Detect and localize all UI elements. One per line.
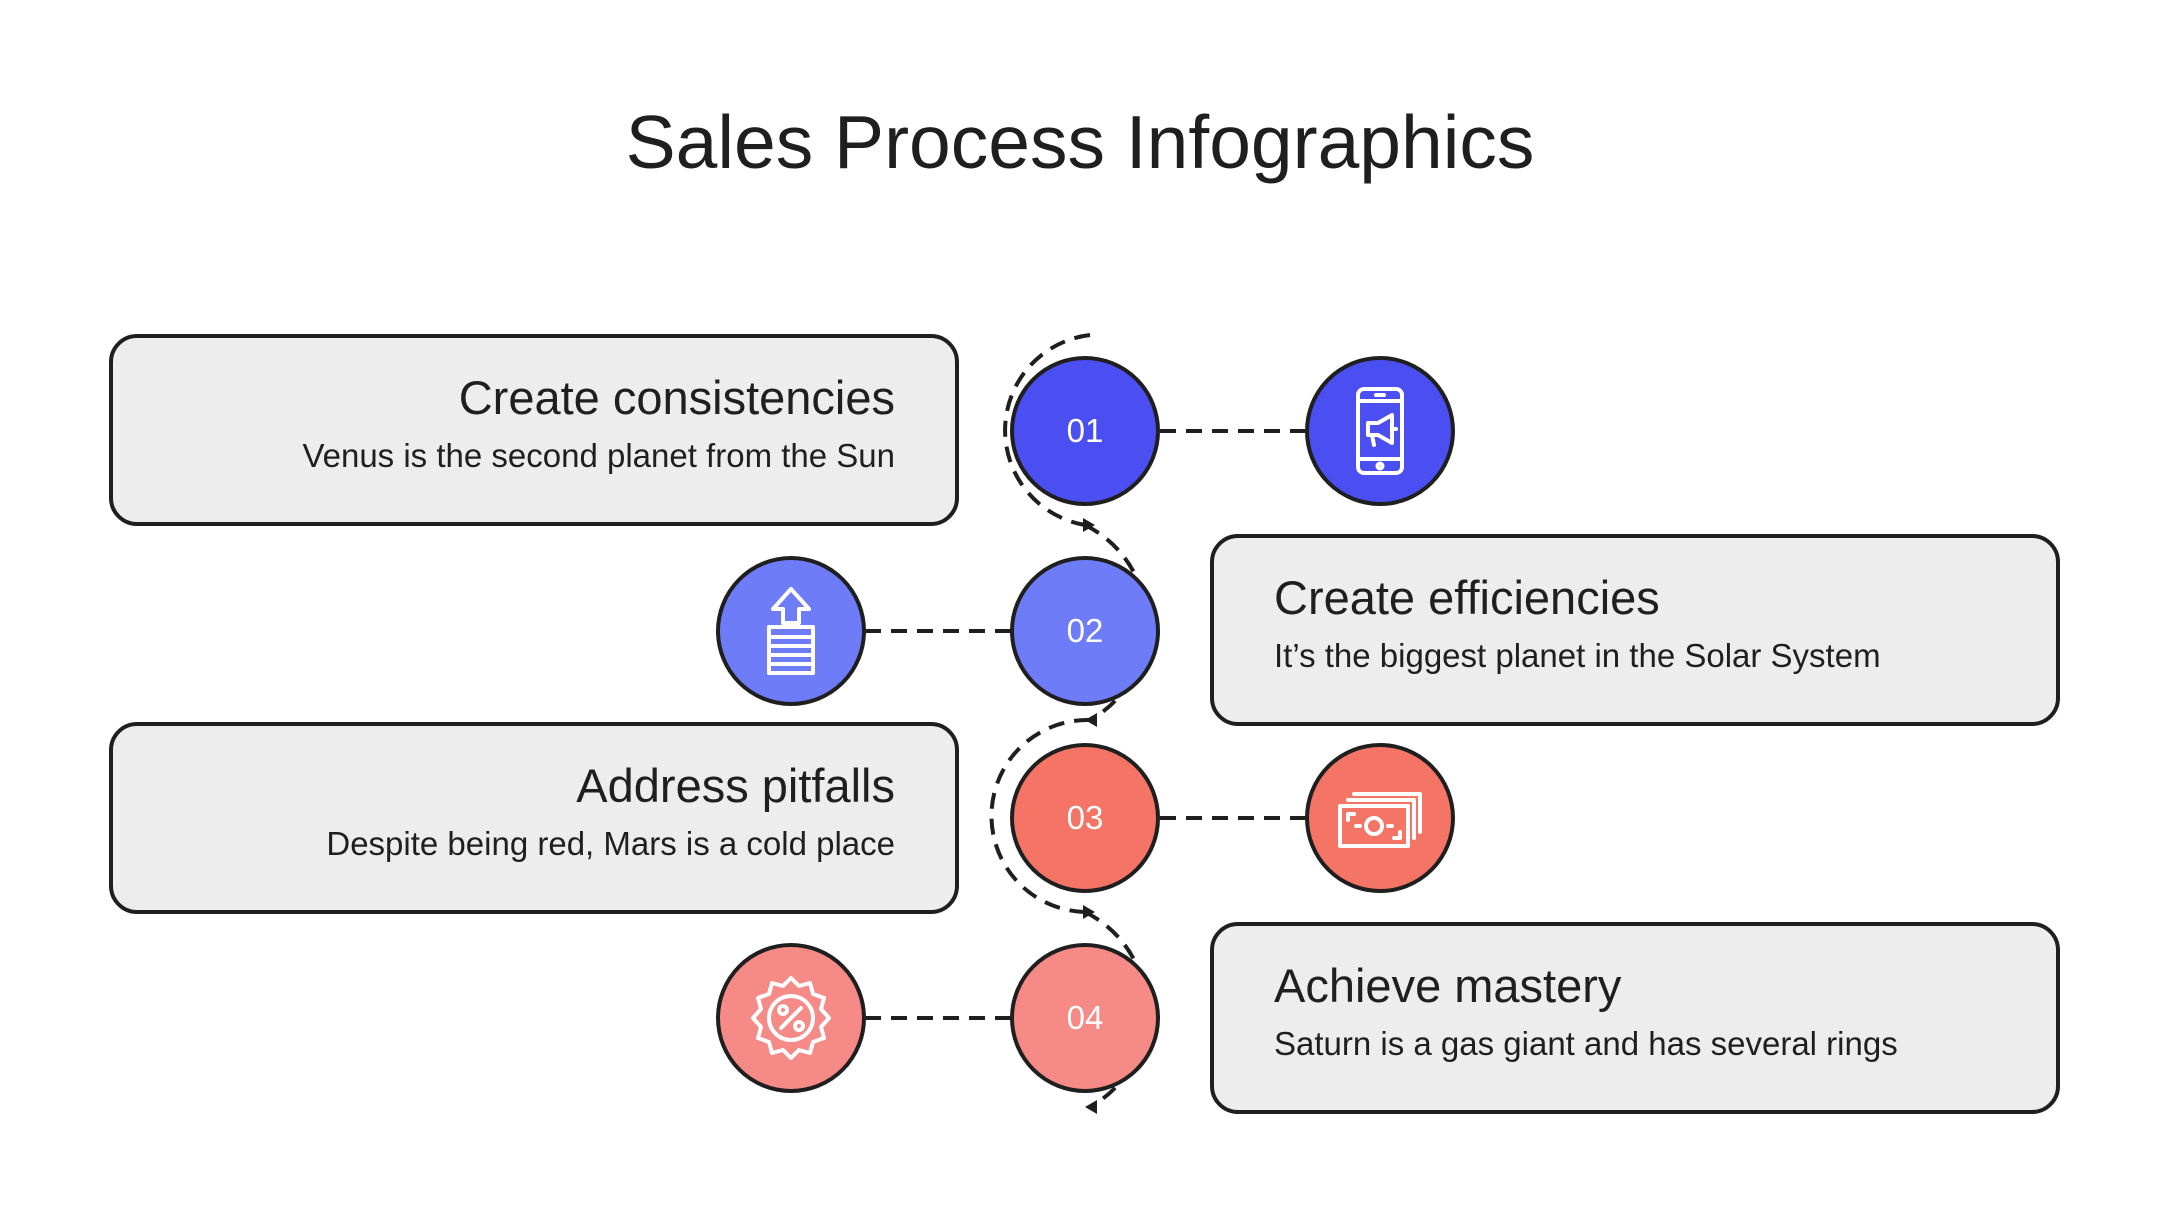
step-card-02: Create efficiencies It’s the biggest pla…: [1210, 534, 2060, 726]
step-number-02: 02: [1010, 556, 1160, 706]
serpentine-arc-1: [1003, 333, 1091, 527]
arrow-head-3: [1083, 905, 1095, 919]
step-description: It’s the biggest planet in the Solar Sys…: [1274, 636, 1881, 674]
step-title: Address pitfalls: [576, 759, 895, 812]
discount-badge-icon: [716, 943, 866, 1093]
page-title: Sales Process Infographics: [625, 100, 1535, 184]
upload-stack-icon: [716, 556, 866, 706]
money-bills-icon: [1305, 743, 1455, 893]
step-title: Create consistencies: [458, 371, 895, 424]
step-title: Create efficiencies: [1274, 571, 1660, 624]
step-card-03: Address pitfalls Despite being red, Mars…: [109, 722, 959, 914]
step-number-01: 01: [1010, 356, 1160, 506]
arrow-head-2: [1085, 713, 1097, 727]
arrow-head-1: [1083, 518, 1095, 532]
step-description: Venus is the second planet from the Sun: [302, 436, 895, 474]
step-description: Despite being red, Mars is a cold place: [326, 824, 895, 862]
step-description: Saturn is a gas giant and has several ri…: [1274, 1024, 1898, 1062]
smartphone-megaphone-icon: [1305, 356, 1455, 506]
step-title: Achieve mastery: [1274, 959, 1622, 1012]
step-number-04: 04: [1010, 943, 1160, 1093]
step-card-01: Create consistencies Venus is the second…: [109, 334, 959, 526]
arrow-head-4: [1085, 1100, 1097, 1114]
step-number-03: 03: [1010, 743, 1160, 893]
step-card-04: Achieve mastery Saturn is a gas giant an…: [1210, 922, 2060, 1114]
